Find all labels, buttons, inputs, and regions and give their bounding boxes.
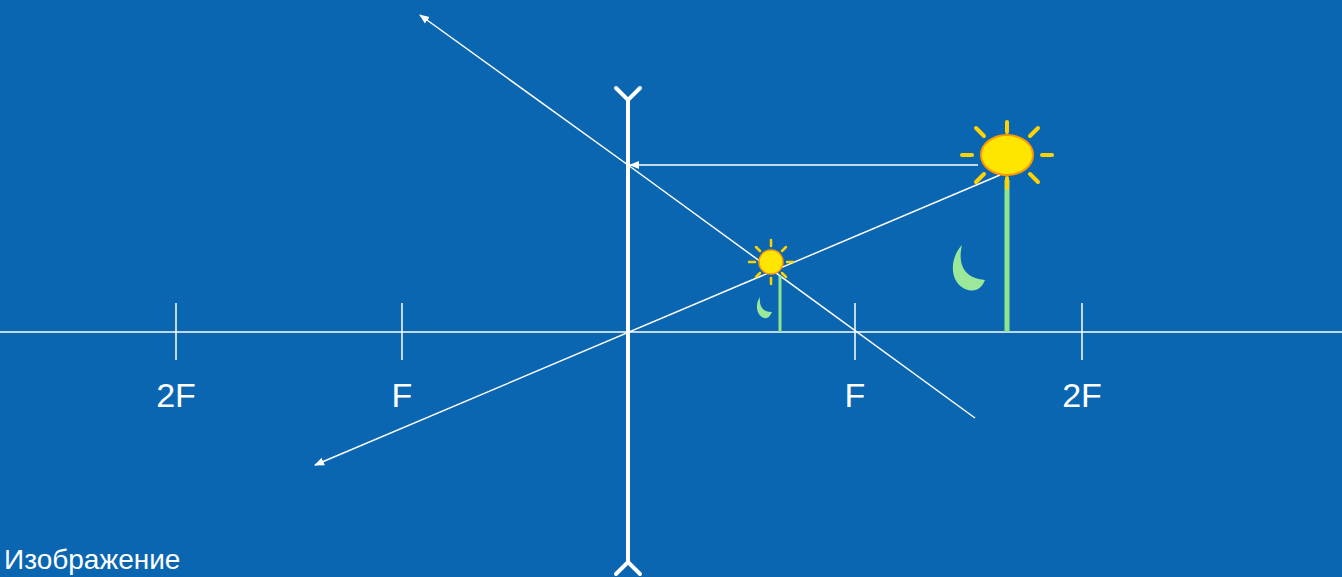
caption-text: Изображение xyxy=(4,546,180,574)
focus-label: 2F xyxy=(156,378,196,412)
light-rays xyxy=(315,15,1000,465)
image-flower xyxy=(749,240,793,332)
focus-label: F xyxy=(845,378,866,412)
optical-axis xyxy=(0,331,1342,333)
focus-label: 2F xyxy=(1062,378,1102,412)
focus-label: F xyxy=(392,378,413,412)
diverging-lens xyxy=(616,88,640,574)
object-flower xyxy=(953,122,1052,332)
